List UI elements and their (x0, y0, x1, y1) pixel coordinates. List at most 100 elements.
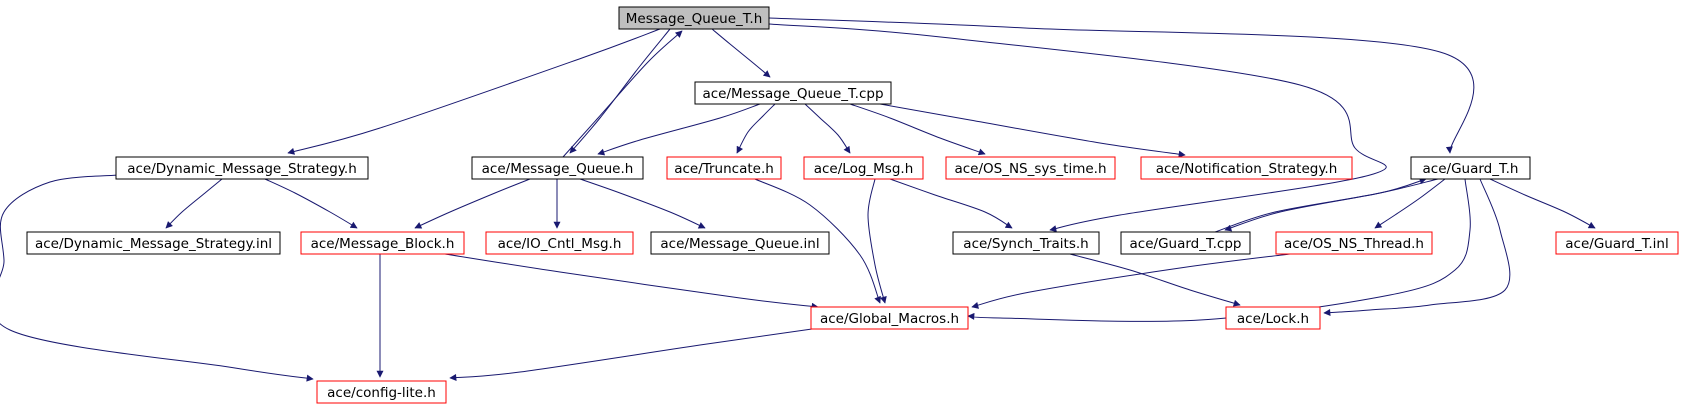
node-label: ace/Notification_Strategy.h (1156, 161, 1338, 177)
node-box[interactable] (485, 231, 634, 255)
node-message-queue-t-cpp[interactable]: ace/Message_Queue_T.cpp (694, 81, 892, 105)
edge-message-queue-t-cpp-to-truncate-h (736, 103, 776, 154)
edge-line (1374, 178, 1446, 229)
node-label: ace/Global_Macros.h (820, 311, 959, 327)
node-message-queue-inl[interactable]: ace/Message_Queue.inl (650, 231, 830, 255)
node-box[interactable] (810, 306, 969, 330)
edge-log-msg-h-to-global-macros-h (867, 178, 887, 304)
edge-message-queue-t-h-to-guard-t-h (768, 17, 1475, 154)
node-box[interactable] (694, 81, 892, 105)
edge-global-macros-h-to-config-lite-h (449, 328, 813, 381)
node-message-queue-h[interactable]: ace/Message_Queue.h (471, 156, 644, 180)
node-notification-strategy-h[interactable]: ace/Notification_Strategy.h (1140, 156, 1353, 180)
edge-message-block-h-to-global-macros-h (444, 253, 819, 310)
node-message-block-h[interactable]: ace/Message_Block.h (300, 231, 465, 255)
node-box[interactable] (115, 156, 369, 180)
edge-line (579, 178, 706, 229)
edge-line (736, 103, 776, 154)
node-label: ace/Log_Msg.h (814, 161, 914, 177)
node-box[interactable] (1555, 231, 1679, 255)
node-io-cntl-msg-h[interactable]: ace/IO_Cntl_Msg.h (485, 231, 634, 255)
edge-line (1224, 178, 1439, 232)
node-os-ns-sys-time-h[interactable]: ace/OS_NS_sys_time.h (945, 156, 1116, 180)
node-label: ace/Message_Queue.inl (660, 236, 819, 252)
edges-layer (0, 17, 1596, 382)
edge-line (1069, 253, 1241, 307)
edge-message-queue-h-to-message-queue-t-h (562, 30, 683, 158)
edge-message-queue-t-h-to-message-queue-h (569, 28, 671, 154)
edge-line (1323, 178, 1511, 317)
edge-line (754, 178, 881, 304)
node-label: ace/Dynamic_Message_Strategy.h (127, 161, 357, 177)
edge-line (971, 253, 1291, 309)
node-synch-traits-h[interactable]: ace/Synch_Traits.h (952, 231, 1100, 255)
node-box[interactable] (945, 156, 1116, 180)
edge-guard-t-h-to-global-macros-h (967, 178, 1471, 322)
node-box[interactable] (471, 156, 644, 180)
node-guard-t-inl[interactable]: ace/Guard_T.inl (1555, 231, 1679, 255)
node-box[interactable] (1410, 156, 1531, 180)
node-box[interactable] (666, 156, 782, 180)
edge-line (711, 28, 771, 78)
edge-line (768, 23, 1387, 233)
edge-line (967, 178, 1471, 322)
node-os-ns-thread-h[interactable]: ace/OS_NS_Thread.h (1275, 231, 1433, 255)
edge-line (449, 328, 813, 381)
edge-line (1489, 178, 1596, 229)
node-label: ace/config-lite.h (327, 385, 436, 401)
edge-line (879, 103, 1186, 158)
node-box[interactable] (952, 231, 1100, 255)
node-global-macros-h[interactable]: ace/Global_Macros.h (810, 306, 969, 330)
node-label: ace/Message_Queue_T.cpp (702, 86, 883, 102)
edge-line (414, 178, 531, 229)
node-lock-h[interactable]: ace/Lock.h (1225, 306, 1321, 330)
edge-os-ns-thread-h-to-global-macros-h (971, 253, 1291, 309)
node-guard-t-cpp[interactable]: ace/Guard_T.cpp (1120, 231, 1251, 255)
edge-message-queue-t-cpp-to-message-queue-h (597, 103, 761, 156)
node-box[interactable] (1140, 156, 1353, 180)
edge-guard-t-h-to-guard-t-cpp (1224, 178, 1439, 232)
node-label: ace/Message_Queue.h (482, 161, 634, 177)
node-box[interactable] (1225, 306, 1321, 330)
node-label: ace/Synch_Traits.h (963, 236, 1088, 252)
edge-log-msg-h-to-synch-traits-h (889, 178, 1013, 229)
node-label: Message_Queue_T.h (626, 11, 763, 27)
edge-line (0, 174, 314, 382)
node-guard-t-h[interactable]: ace/Guard_T.h (1410, 156, 1531, 180)
edge-line (264, 178, 358, 229)
edge-message-queue-h-to-message-block-h (414, 178, 531, 229)
node-config-lite-h[interactable]: ace/config-lite.h (316, 380, 447, 404)
edge-synch-traits-h-to-lock-h (1069, 253, 1241, 307)
edge-truncate-h-to-global-macros-h (754, 178, 881, 304)
node-label: ace/Truncate.h (674, 161, 774, 177)
node-log-msg-h[interactable]: ace/Log_Msg.h (803, 156, 924, 180)
node-box[interactable] (1275, 231, 1433, 255)
edge-line (287, 28, 661, 155)
edge-guard-t-h-to-guard-t-inl (1489, 178, 1596, 229)
edge-message-queue-t-h-to-synch-traits-h (768, 23, 1387, 233)
edge-guard-t-h-to-lock-h (1323, 178, 1511, 317)
node-box[interactable] (300, 231, 465, 255)
node-box[interactable] (1120, 231, 1251, 255)
node-label: ace/Message_Block.h (311, 236, 455, 252)
node-dynamic-message-strategy-h[interactable]: ace/Dynamic_Message_Strategy.h (115, 156, 369, 180)
node-dynamic-message-strategy-inl[interactable]: ace/Dynamic_Message_Strategy.inl (26, 231, 281, 255)
node-box[interactable] (316, 380, 447, 404)
node-box[interactable] (803, 156, 924, 180)
node-box[interactable] (650, 231, 830, 255)
node-label: ace/Guard_T.inl (1565, 236, 1668, 252)
edge-guard-t-cpp-to-guard-t-h (1214, 177, 1427, 233)
node-box[interactable] (26, 231, 281, 255)
edge-line (569, 28, 671, 154)
nodes-layer: Message_Queue_T.h ace/Message_Queue_T.cpp… (26, 6, 1679, 404)
node-box[interactable] (618, 6, 770, 30)
node-label: ace/Guard_T.h (1423, 161, 1519, 177)
edge-message-queue-t-h-to-message-queue-t-cpp (711, 28, 771, 78)
edge-line (597, 103, 761, 156)
node-truncate-h[interactable]: ace/Truncate.h (666, 156, 782, 180)
node-message-queue-t-h[interactable]: Message_Queue_T.h (618, 6, 770, 30)
node-label: ace/Dynamic_Message_Strategy.inl (35, 236, 272, 252)
edge-line (562, 30, 683, 158)
edge-message-queue-t-cpp-to-notification-strategy-h (879, 103, 1186, 158)
